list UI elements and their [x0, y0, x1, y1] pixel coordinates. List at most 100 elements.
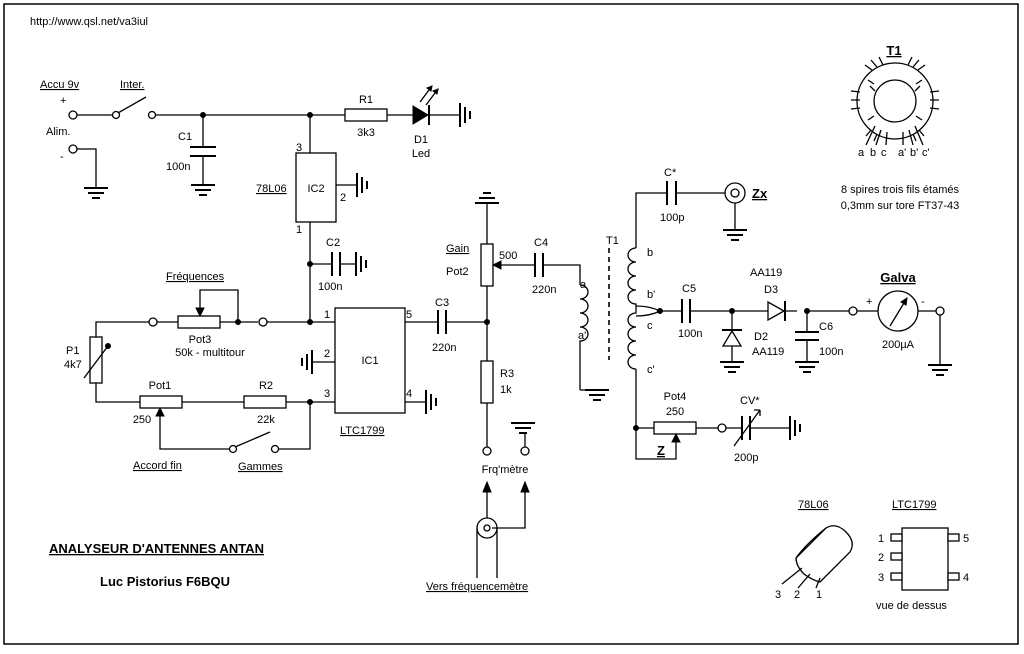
pot4-value: 250: [666, 406, 684, 418]
ic2-regulator: 3 IC2 78L06 2 1 C2 100n: [256, 115, 368, 325]
to92-pin1: 1: [816, 589, 822, 601]
r1-value: 3k3: [357, 127, 375, 139]
t1-label-b2: b': [647, 289, 655, 301]
cv-plates: [741, 416, 751, 440]
sot-pin3: 3: [878, 572, 884, 584]
sot-pin: [890, 533, 903, 542]
ground-symbol: [301, 350, 313, 374]
gammes-lever: [234, 431, 271, 448]
pot3-name: Pot3: [189, 334, 212, 346]
cstar-plates: [666, 181, 677, 205]
p1-resistor: [89, 336, 103, 384]
c5-value: 100n: [678, 328, 702, 340]
toroid-leads: [865, 125, 924, 146]
title-block: ANALYSEUR D'ANTENNES ANTAN Luc Pistorius…: [49, 541, 264, 589]
pot4-label: Z: [657, 443, 665, 458]
accu-label: Accu 9v: [40, 79, 80, 91]
toroid-letter-b2: b': [910, 147, 918, 159]
ic1-body: [334, 307, 406, 414]
to92-pin3: 3: [775, 589, 781, 601]
pot3-left-terminal: [148, 317, 158, 327]
pot2-wiper-arrow: [491, 260, 502, 270]
ground-symbol: [720, 361, 744, 373]
cv-name: CV*: [740, 395, 760, 407]
galva-terminal-minus: [935, 306, 945, 316]
toroid-letter-b: b: [870, 147, 876, 159]
c3-value: 220n: [432, 342, 456, 354]
c5-name: C5: [682, 283, 696, 295]
r2-name: R2: [259, 380, 273, 392]
ic2-pin2: 2: [340, 192, 346, 204]
pot4-wiper-arrow: [671, 432, 681, 443]
t1-label-c: c: [647, 320, 653, 332]
frq-terminal-a: [482, 446, 492, 456]
c1-value: 100n: [166, 161, 190, 173]
pot1-value: 250: [133, 414, 151, 426]
ground-symbol: [511, 422, 535, 434]
c2-name: C2: [326, 237, 340, 249]
pot4-wires: [635, 369, 677, 460]
toroid-note2: 0,3mm sur tore FT37-43: [841, 200, 960, 212]
gammes-wire: [279, 402, 311, 450]
gammes-contact-b: [270, 444, 280, 454]
pot4-resistor: [653, 421, 697, 435]
c4-value: 220n: [532, 284, 556, 296]
pot3-value: 50k - multitour: [175, 347, 245, 359]
gain-section: Gain Pot2 500 C4 220n R3 1k Frq'mètre Ve…: [426, 192, 581, 593]
ground-symbol: [425, 390, 437, 414]
frq-terminal-b: [520, 446, 530, 456]
p1-wires: [95, 321, 149, 403]
c6-value: 100n: [819, 346, 843, 358]
d3-value: AA119: [750, 267, 782, 279]
t1-label-a2: a': [578, 330, 586, 342]
sot-pin: [890, 552, 903, 561]
t1-winding-a: [579, 284, 589, 390]
ground-symbol: [459, 103, 471, 127]
author: Luc Pistorius F6BQU: [100, 574, 230, 589]
sot-pin: [947, 572, 960, 581]
toroid-title: T1: [886, 43, 901, 58]
d2-name: D2: [754, 331, 768, 343]
ground-symbol: [928, 364, 952, 376]
p1-value: 4k7: [64, 359, 82, 371]
ic1-pin2: 2: [324, 348, 330, 360]
p1-adjust-dot: [105, 343, 111, 349]
coax-center: [483, 524, 491, 532]
sot-title: LTC1799: [892, 499, 936, 511]
galva-meter: [877, 290, 919, 332]
toroid-letter-a: a: [858, 147, 865, 159]
to92-title: 78L06: [798, 499, 829, 511]
zx-connector-outer: [724, 182, 746, 204]
ground-symbol: [355, 252, 367, 276]
power-section: Accu 9v + Alim. - Inter. C1 100n R1 3k3 …: [40, 79, 471, 199]
t1-name: T1: [606, 235, 619, 247]
galva-needle-tip: [900, 296, 908, 306]
accu-plus-terminal: [68, 110, 78, 120]
d2-diode-triangle: [721, 329, 743, 347]
cv-terminal: [717, 423, 727, 433]
t1-label-a: a: [580, 279, 587, 291]
c1-plates: [190, 146, 216, 157]
ic1-part: LTC1799: [340, 425, 384, 437]
plus-sign: +: [60, 95, 66, 107]
c5-plates: [681, 299, 691, 323]
pot1-wiper-wire: [159, 408, 229, 450]
minus-wire: [77, 148, 97, 188]
junction-dot: [235, 319, 241, 325]
galva-label: Galva: [880, 270, 916, 285]
c2-value: 100n: [318, 281, 342, 293]
toroid-turns: [850, 56, 940, 142]
led-arrow-heads: [425, 85, 439, 95]
accu-minus-terminal: [68, 144, 78, 154]
pot3-label: Fréquences: [166, 271, 225, 283]
pot4-name: Pot4: [664, 391, 687, 403]
toroid-detail: T1 a b c a' b' c' 8 spires trois fils ét…: [841, 43, 960, 212]
sot-pin5: 5: [963, 533, 969, 545]
pot3-right-terminal: [258, 317, 268, 327]
minus-sign: -: [60, 151, 64, 163]
t1-midtap: [635, 305, 662, 317]
ground-symbol: [585, 389, 609, 401]
switch-label: Inter.: [120, 79, 144, 91]
